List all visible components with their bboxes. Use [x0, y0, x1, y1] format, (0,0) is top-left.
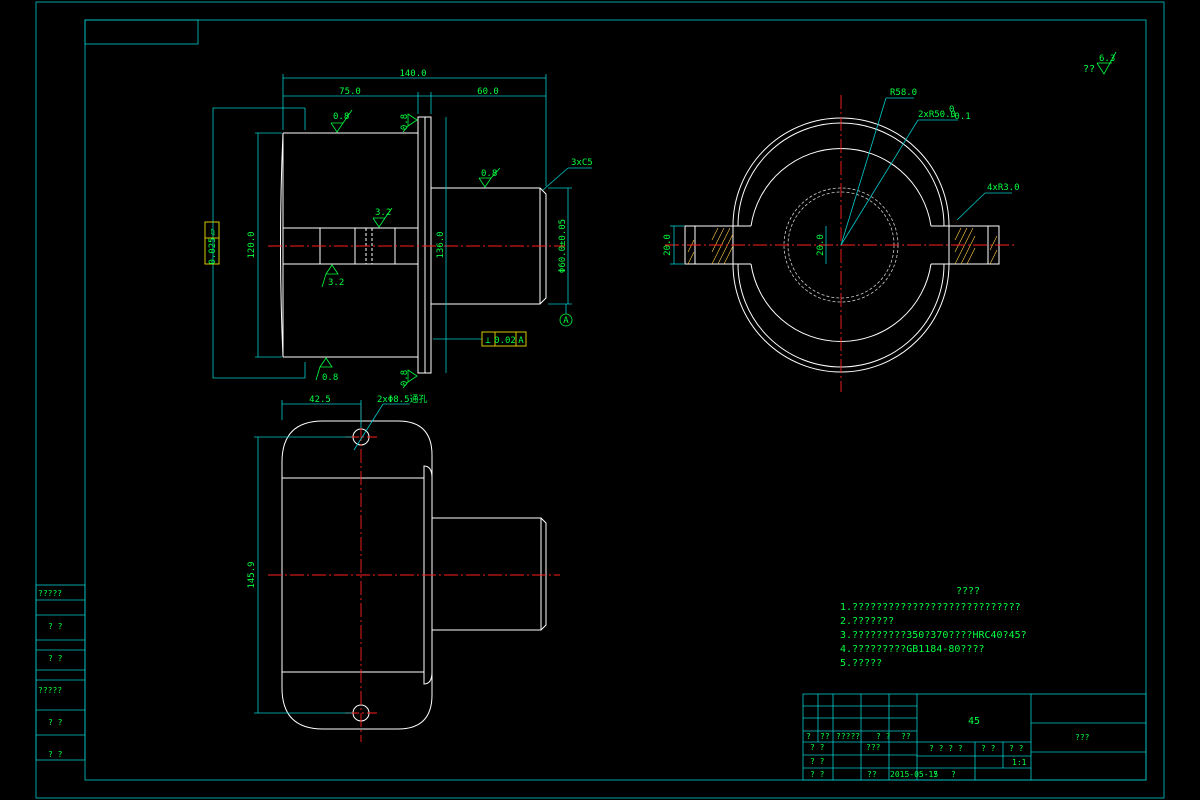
roughness-symbol-flange-bottom: 0.8	[400, 369, 418, 389]
tb-row2-2: ? ? ? ?	[929, 744, 963, 753]
roughness-symbol-slot-top: 3.2	[372, 207, 393, 228]
svg-text:3.2: 3.2	[328, 278, 344, 288]
svg-text:0.8: 0.8	[322, 373, 338, 383]
tb-row1-0: ?	[806, 732, 811, 741]
dim-right-length: 60.0	[477, 87, 499, 97]
tb-row3-scale: 1:1	[1012, 758, 1027, 767]
technical-notes: ???? 1.???????????????????????????? 2.??…	[840, 586, 1027, 669]
note-item-3: 3.?????????350?370????HRC40?45?	[840, 630, 1027, 641]
front-view: 140.0 75.0 60.0 120.0 136.0 Φ60.0±0.05 3…	[204, 69, 593, 389]
tb-row3-5: ??	[867, 770, 877, 779]
note-item-4: 4.?????????GB1184-80????	[840, 644, 985, 655]
svg-text:0.8: 0.8	[400, 370, 410, 386]
note-item-2: 2.???????	[840, 616, 894, 627]
flatness-value: 0.025	[208, 237, 218, 264]
note-item-5: 5.?????	[840, 658, 882, 669]
roughness-symbol-slot-bottom: 3.2	[321, 264, 344, 288]
roughness-symbol-flange-top: 0.8	[400, 113, 418, 133]
dim-overall-length: 140.0	[399, 69, 426, 79]
dim-radius-50: 2xR50.0	[918, 110, 956, 120]
datum-label: A	[563, 316, 569, 326]
side-panel-label-5: ? ?	[48, 718, 63, 727]
perpendicularity-datum: A	[518, 336, 524, 346]
tb-row2-0: ? ?	[810, 743, 825, 752]
title-block: 45 ??? ? ?? ????? ? ? ?? ? ? ??? ? ? ? ?…	[802, 693, 1147, 781]
dim-slot-width-center: 20.0	[816, 234, 826, 256]
surface-finish-label: ??	[1083, 64, 1095, 75]
tb-row3-0: ? ?	[810, 757, 825, 766]
dim-hole-spec: 2xΦ8.5通孔	[377, 394, 428, 405]
svg-text:0.8: 0.8	[400, 114, 410, 130]
roughness-symbol-shaft: 0.8	[478, 167, 501, 188]
dim-radius-58: R58.0	[890, 88, 917, 98]
surface-finish-value: 6.3	[1099, 54, 1115, 64]
dim-chamfer: 3xC5	[571, 158, 593, 168]
side-panel-label-1: ?????	[38, 589, 62, 598]
title-block-name: ???	[1075, 733, 1090, 742]
dim-lug-width: 20.0	[663, 234, 673, 256]
notes-title: ????	[956, 586, 980, 597]
dim-radius-3: 4xR3.0	[987, 183, 1020, 193]
dim-radius-50-lower: -0.1	[949, 112, 971, 122]
dim-height-145: 145.9	[247, 561, 257, 588]
svg-text:0.8: 0.8	[481, 169, 497, 179]
title-block-material: 45	[968, 716, 980, 727]
roughness-symbol-top: 0.8	[330, 109, 353, 133]
tb-row1-3: ? ?	[876, 732, 891, 741]
svg-text:0.8: 0.8	[333, 112, 349, 122]
tb-row2-4: ? ?	[1009, 744, 1024, 753]
dim-radius-50-upper: 0	[949, 105, 954, 115]
tb-row3-3: ?	[933, 770, 938, 779]
drawing-frame	[35, 1, 1165, 799]
dim-diameter-120: 120.0	[247, 231, 257, 258]
perpendicularity-symbol: ⊥	[485, 336, 491, 346]
dim-diameter-136: 136.0	[436, 231, 446, 258]
side-panel: ????? ? ? ? ? ????? ? ? ? ?	[35, 584, 86, 761]
flatness-symbol: ⏥	[208, 228, 218, 235]
dim-left-length: 75.0	[339, 87, 361, 97]
roughness-symbol-bottom: 0.8	[315, 357, 338, 383]
side-panel-label-3: ? ?	[48, 654, 63, 663]
note-item-1: 1.????????????????????????????	[840, 602, 1021, 613]
tb-row3-date: 2015-05-15	[890, 770, 938, 779]
tb-row2-1: ???	[866, 743, 881, 752]
tb-row1-2: ?????	[836, 732, 860, 741]
dim-shaft-diameter: Φ60.0±0.05	[558, 219, 568, 273]
perpendicularity-value: 0.02	[494, 336, 516, 346]
side-panel-label-2: ? ?	[48, 622, 63, 631]
tb-row3-4: ?	[951, 770, 956, 779]
side-view: R58.0 2xR50.0 0 -0.1 4xR3.0 20.0 20.0	[663, 88, 1020, 392]
tb-row1-4: ??	[901, 732, 911, 741]
general-surface-finish: ?? 6.3	[1083, 51, 1117, 75]
dim-hole-offset: 42.5	[309, 395, 331, 405]
side-panel-label-4: ?????	[38, 686, 62, 695]
side-panel-label-6: ? ?	[48, 750, 63, 759]
top-view: 42.5 2xΦ8.5通孔 145.9	[247, 394, 560, 742]
tb-row2-3: ? ?	[981, 744, 996, 753]
tb-row1-1: ??	[820, 732, 830, 741]
tb-row3-1: ? ?	[810, 770, 825, 779]
svg-text:3.2: 3.2	[375, 208, 391, 218]
